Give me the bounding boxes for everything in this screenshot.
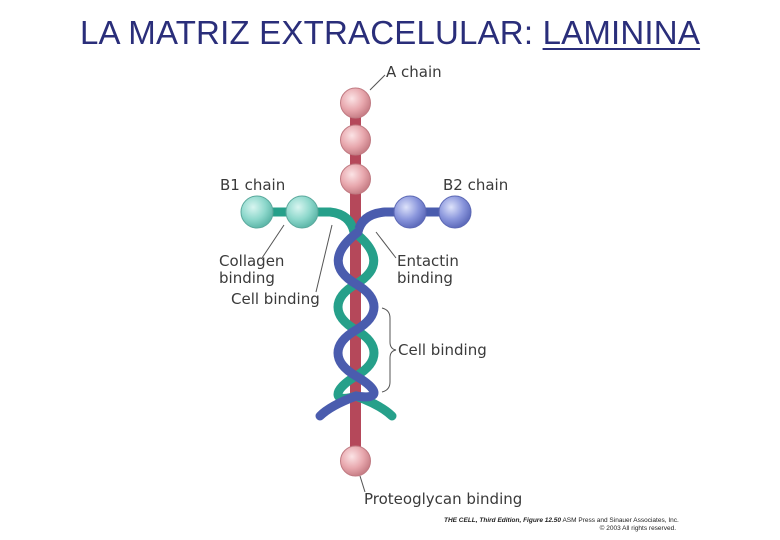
label-cell-binding-right: Cell binding <box>398 341 487 359</box>
title-prefix: LA MATRIZ EXTRACELULAR: <box>79 14 543 51</box>
b2-chain-helix <box>315 227 379 421</box>
figure-credit: THE CELL, Third Edition, Figure 12.50 AS… <box>444 517 679 533</box>
collagen-leader <box>261 224 285 259</box>
b1-chain-globule-2 <box>285 195 319 229</box>
b2-chain-globule-1 <box>393 195 427 229</box>
a-chain-globule-3 <box>340 163 371 195</box>
a-chain-globule-2 <box>340 124 371 156</box>
label-cell-binding-left: Cell binding <box>231 290 320 308</box>
a-chain-globule-1 <box>340 87 371 119</box>
cell-binding-left-leader <box>315 224 333 293</box>
a-chain-leader <box>369 74 386 91</box>
credit-rest: ASM Press and Sinauer Associates, Inc. <box>561 517 679 524</box>
b1-chain-globule-1 <box>240 195 274 229</box>
label-b2-chain: B2 chain <box>443 176 508 194</box>
page-title: LA MATRIZ EXTRACELULAR: LAMININA <box>0 14 780 52</box>
a-chain-rod-lower <box>350 418 361 465</box>
label-b1-chain: B1 chain <box>220 176 285 194</box>
label-proteoglycan-binding: Proteoglycan binding <box>364 490 522 508</box>
credit-line2: © 2003 All rights reserved. <box>599 525 676 532</box>
cell-binding-bracket <box>381 307 397 393</box>
label-a-chain: A chain <box>386 63 442 81</box>
label-collagen-binding-2: binding <box>219 269 275 287</box>
proteoglycan-leader <box>359 475 366 493</box>
a-chain-globule-bottom <box>340 445 371 477</box>
entactin-leader <box>375 231 397 259</box>
b2-chain-globule-2 <box>438 195 472 229</box>
label-entactin-binding-1: Entactin <box>397 252 459 270</box>
label-collagen-binding-1: Collagen <box>219 252 284 270</box>
title-underlined: LAMININA <box>542 14 701 51</box>
label-entactin-binding-2: binding <box>397 269 453 287</box>
credit-bold: THE CELL, Third Edition, Figure 12.50 <box>444 517 562 524</box>
